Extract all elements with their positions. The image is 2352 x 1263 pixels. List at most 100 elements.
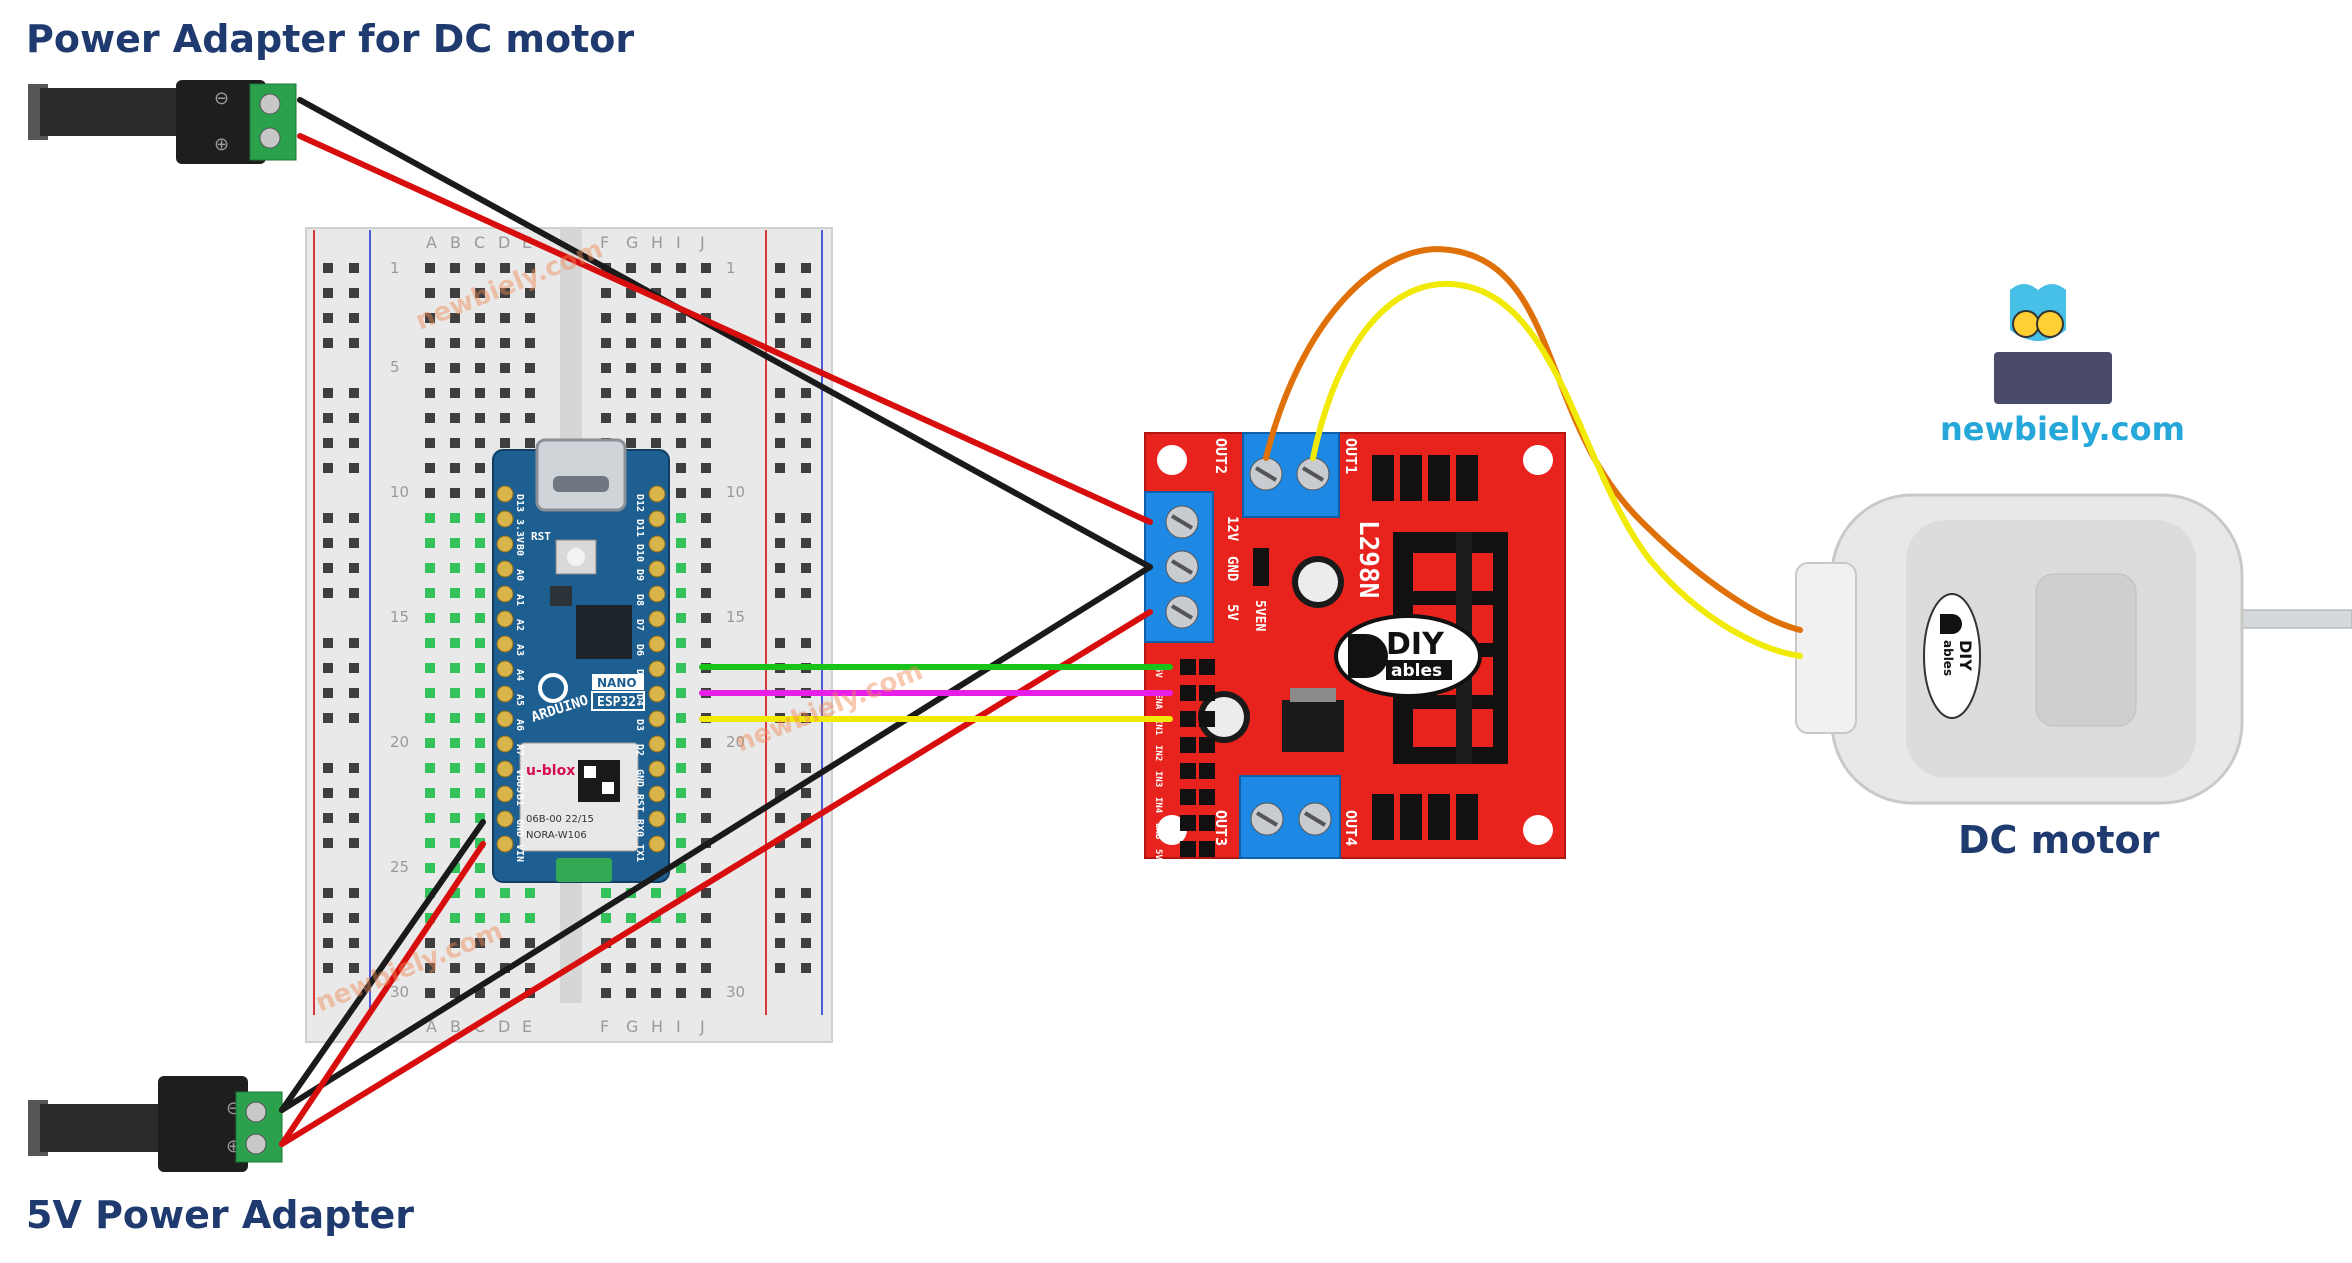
breadboard-hole (500, 288, 510, 298)
driver-header-pin (1180, 815, 1196, 831)
breadboard-hole (676, 988, 686, 998)
nano-text: NANO (597, 676, 637, 690)
bb-col-E: E (522, 1017, 532, 1036)
breadboard-hole (701, 788, 711, 798)
breadboard-hole (475, 763, 485, 773)
dc-motor: DIY ables (1795, 493, 2352, 805)
breadboard-hole (450, 338, 460, 348)
diode (1456, 455, 1478, 501)
driver-header-pin (1199, 659, 1215, 675)
rail-hole (323, 463, 333, 473)
rail-hole (775, 963, 785, 973)
breadboard-hole (425, 963, 435, 973)
breadboard-hole (701, 913, 711, 923)
driver-header-pin (1199, 685, 1215, 701)
breadboard-hole (475, 788, 485, 798)
rail-hole (349, 538, 359, 548)
breadboard-hole (450, 738, 460, 748)
nano-tag (592, 674, 644, 690)
breadboard-hole (701, 388, 711, 398)
rail-hole (801, 963, 811, 973)
owl-eye-icon (2036, 310, 2064, 338)
breadboard-hole (525, 313, 535, 323)
motor-can-window (2035, 573, 2137, 727)
breadboard-hole (450, 513, 460, 523)
driver-header-pin (1199, 841, 1215, 857)
breadboard-hole (626, 338, 636, 348)
usb-c-port (535, 438, 627, 512)
breadboard-hole (450, 713, 460, 723)
pin-label: A5 (514, 694, 525, 706)
breadboard-hole (450, 638, 460, 648)
breadboard-hole (425, 388, 435, 398)
breadboard-hole (626, 288, 636, 298)
out1-label: OUT1 (1342, 438, 1360, 474)
breadboard-hole (676, 563, 686, 573)
diode (1372, 794, 1394, 840)
rail-hole (323, 813, 333, 823)
header-pin (648, 760, 666, 778)
rail-hole (323, 263, 333, 273)
driver-pin-label: IN1 (1153, 719, 1163, 735)
header-pin (496, 635, 514, 653)
rail-hole (801, 413, 811, 423)
rail-hole (349, 938, 359, 948)
rail-hole (323, 388, 333, 398)
breadboard-hole (601, 963, 611, 973)
breadboard-hole (676, 588, 686, 598)
breadboard-hole (525, 338, 535, 348)
driver-pin-label: IN2 (1153, 745, 1163, 761)
header-pin (648, 735, 666, 753)
out4-label: OUT4 (1342, 810, 1360, 846)
header-pin (648, 810, 666, 828)
logic-power-adapter: ⊖ ⊕ (28, 1076, 283, 1172)
bb-col-B: B (450, 233, 461, 252)
diode (1428, 794, 1450, 840)
driver-pin-label: 5V (1153, 849, 1163, 860)
rail-hole (775, 638, 785, 648)
breadboard-hole (475, 838, 485, 848)
rail-hole (775, 263, 785, 273)
bb-col-G: G (626, 1017, 638, 1036)
breadboard-hole (701, 863, 711, 873)
pin-label: A6 (514, 719, 525, 731)
breadboard-hole (701, 738, 711, 748)
bb-row-15: 15 (726, 608, 745, 626)
breadboard-hole (676, 613, 686, 623)
breadboard-hole (450, 788, 460, 798)
bb-row-30: 30 (390, 983, 409, 1001)
header-pin (496, 710, 514, 728)
header-pin (496, 485, 514, 503)
rail-hole (801, 538, 811, 548)
rail-hole (775, 588, 785, 598)
breadboard-hole (475, 888, 485, 898)
driver-pin-label: ENB (1153, 823, 1163, 840)
rail-hole (323, 588, 333, 598)
header-pin (648, 685, 666, 703)
laptop-icon (1994, 352, 2112, 404)
rail-hole (801, 938, 811, 948)
breadboard-hole (425, 363, 435, 373)
breadboard-hole (500, 413, 510, 423)
rail-hole (775, 338, 785, 348)
rail-hole (323, 713, 333, 723)
breadboard-hole (450, 838, 460, 848)
breadboard-hole (425, 738, 435, 748)
breadboard-hole (676, 388, 686, 398)
rail-hole (349, 688, 359, 698)
breadboard-hole (676, 513, 686, 523)
breadboard-hole (676, 413, 686, 423)
ublox-brand: u-blox (526, 763, 575, 779)
breadboard-hole (425, 413, 435, 423)
rail-hole (349, 913, 359, 923)
voltage-regulator (1282, 700, 1344, 752)
rail-hole (349, 388, 359, 398)
rail-hole (775, 563, 785, 573)
rail-hole (349, 463, 359, 473)
bb-col-A: A (426, 233, 437, 252)
breadboard-hole (425, 813, 435, 823)
breadboard-hole (676, 963, 686, 973)
bb-row-1: 1 (726, 259, 736, 277)
rail-hole (323, 563, 333, 573)
driver-header-pin (1180, 659, 1196, 675)
